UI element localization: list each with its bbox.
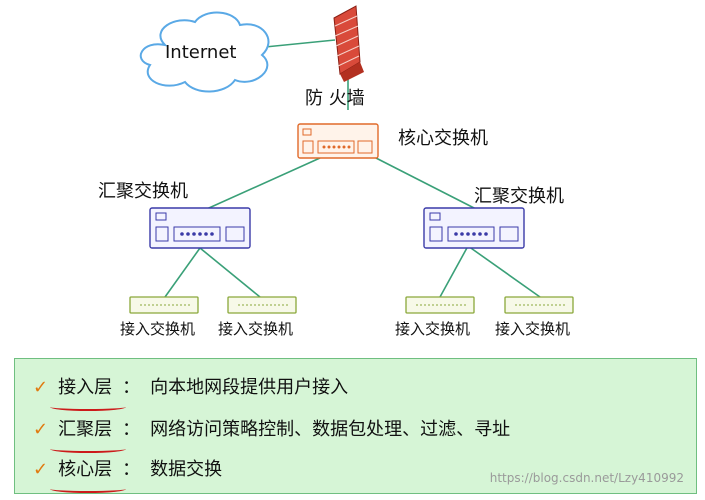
watermark-url: https://blog.csdn.net/Lzy410992 xyxy=(490,471,684,485)
access-switch-2-label: 接入交换机 xyxy=(218,318,293,339)
aggregation-right-label: 汇聚交换机 xyxy=(474,182,564,208)
check-icon: ✓ xyxy=(33,377,48,398)
link-core-agg-left xyxy=(200,158,320,212)
internet-label: Internet xyxy=(165,42,236,63)
legend-description: 网络访问策略控制、数据包处理、过滤、寻址 xyxy=(150,419,510,440)
aggregation-switch-right-icon xyxy=(424,208,524,248)
link-aggleft-access2 xyxy=(200,248,260,297)
layer-legend: ✓ 接入层 ： 向本地网段提供用户接入 ✓ 汇聚层 ： 网络访问策略控制、数据包处理、过滤、… xyxy=(14,358,697,494)
check-icon: ✓ xyxy=(33,459,48,480)
firewall-icon xyxy=(334,6,364,82)
legend-description: 向本地网段提供用户接入 xyxy=(150,377,348,398)
legend-term: 接入层 xyxy=(58,373,112,399)
link-aggleft-access1 xyxy=(165,248,200,297)
access-switch-4-icon xyxy=(505,297,573,313)
access-switch-3-label: 接入交换机 xyxy=(395,318,470,339)
aggregation-left-label: 汇聚交换机 xyxy=(98,177,188,203)
legend-separator: ： xyxy=(122,377,140,398)
access-switch-2-icon xyxy=(228,297,296,313)
core-switch-icon xyxy=(298,124,378,158)
access-switch-4-label: 接入交换机 xyxy=(495,318,570,339)
legend-term: 核心层 xyxy=(58,455,112,481)
access-switch-1-icon xyxy=(130,297,198,313)
legend-description: 数据交换 xyxy=(150,459,222,480)
access-switch-3-icon xyxy=(406,297,474,313)
aggregation-switch-left-icon xyxy=(150,208,250,248)
core-switch-label: 核心交换机 xyxy=(398,124,488,150)
legend-term: 汇聚层 xyxy=(58,415,112,441)
firewall-label: 防 火墙 xyxy=(305,84,365,110)
link-aggright-access3 xyxy=(440,246,468,297)
legend-separator: ： xyxy=(122,419,140,440)
check-icon: ✓ xyxy=(33,419,48,440)
legend-separator: ： xyxy=(122,459,140,480)
legend-row-core: ✓ 核心层 ： 数据交换 xyxy=(33,455,222,481)
legend-row-aggregation: ✓ 汇聚层 ： 网络访问策略控制、数据包处理、过滤、寻址 xyxy=(33,415,510,441)
link-aggright-access4 xyxy=(468,246,540,297)
legend-row-access: ✓ 接入层 ： 向本地网段提供用户接入 xyxy=(33,373,348,399)
link-core-agg-right xyxy=(376,158,478,210)
access-switch-1-label: 接入交换机 xyxy=(120,318,195,339)
